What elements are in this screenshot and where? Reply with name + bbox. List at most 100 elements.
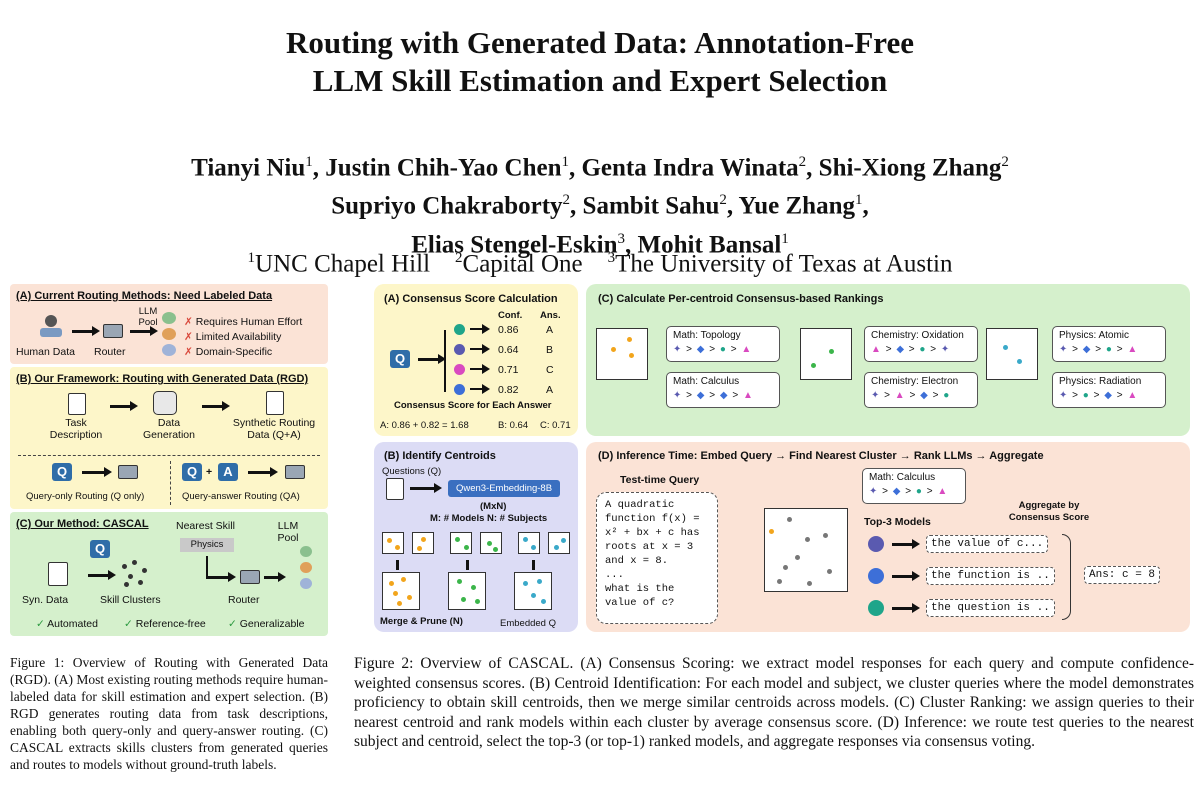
synthetic-data-label: Synthetic Routing Data (Q+A) [232,417,316,441]
deepseek-icon [454,384,465,395]
fig2-a-title: (A) Consensus Score Calculation [384,293,558,305]
score-b: B: 0.64 [498,420,529,431]
cluster-name: Math: Topology [673,330,741,341]
answer-value: A [546,324,554,336]
author: Shi-Xiong Zhang [818,154,1002,182]
router-icon [285,465,305,479]
centroid-grid-cell [382,532,404,554]
ranking-card: Math: Calculus ✦ > ◆ > ◆ > ▲ [666,372,780,408]
query-box: Q [52,463,72,481]
conf-value: 0.86 [498,324,519,336]
fig2-panel-b: (B) Identify Centroids Questions (Q) Qwe… [374,442,578,632]
feature-reference-free: Reference-free [135,618,206,630]
syn-data-label: Syn. Data [22,594,69,606]
cluster-box [596,328,648,380]
fig1-panel-c: (C) Our Method: CASCAL Nearest Skill Phy… [10,512,328,636]
llm-pool-icon [300,546,312,598]
fig1-b-title: (B) Our Framework: Routing with Generate… [16,373,309,385]
author: Genta Indra Winata [581,154,799,182]
test-query-box: A quadratic function f(x) = x² + bx + c … [596,492,718,624]
centroid-grid-cell [412,532,434,554]
document-icon [68,393,86,415]
author: Justin Chih-Yao Chen [325,154,562,182]
fig2-panel-c: (C) Calculate Per-centroid Consensus-bas… [586,284,1190,436]
human-icon [40,315,62,337]
query-answer-label: Query-answer Routing (QA) [182,491,300,502]
score-a: A: 0.86 + 0.82 = 1.68 [380,420,469,431]
final-answer: Ans: c = 8 [1084,566,1161,584]
ranking-card: Chemistry: Oxidation ▲ > ◆ > ● > ✦ [864,326,978,362]
router-label: Router [228,594,260,606]
answer-box: A [218,463,238,481]
feature-automated: Automated [47,618,98,630]
cluster-name: Chemistry: Electron [871,376,959,387]
author: Yue Zhang [738,192,856,220]
mistral-icon [454,364,465,375]
fig1-panel-a: (A) Current Routing Methods: Need Labele… [10,284,328,364]
affiliation: Capital One [462,250,583,278]
model-ranking: ✦ > ◆ > ● > ▲ [1059,344,1139,355]
router-icon [240,570,260,584]
embedding-model-box: Qwen3-Embedding-8B [448,480,560,497]
title-line-1: Routing with Generated Data: Annotation-… [286,25,914,60]
cluster-box [800,328,852,380]
model-ranking: ▲ > ◆ > ● > ✦ [871,344,951,355]
query-only-label: Query-only Routing (Q only) [26,491,145,502]
embedded-q-label: Embedded Q [500,618,556,629]
merge-prune-label: Merge & Prune (N) [380,616,463,627]
aggregate-brace [1062,534,1071,620]
model-answer: the value of c... [926,535,1049,553]
ranking-card: Physics: Radiation ✦ > ● > ◆ > ▲ [1052,372,1166,408]
query-box: Q [90,540,110,558]
router-icon [118,465,138,479]
author: Tianyi Niu [191,154,306,182]
gemini-icon [454,344,465,355]
model-ranking: ✦ > ◆ > ● > ▲ [869,486,949,497]
score-c: C: 0.71 [540,420,571,431]
data-generation-label: Data Generation [143,417,195,441]
nearest-skill-label: Nearest Skill [176,520,235,532]
query-box: Q [182,463,202,481]
centroid-grid-cell [518,532,540,554]
document-icon [386,478,404,500]
documents-icon [48,562,68,586]
model-answer: the function is .. [926,567,1055,585]
fig1-panel-b: (B) Our Framework: Routing with Generate… [10,367,328,509]
gemini-icon [868,536,884,552]
figure-1-caption: Figure 1: Overview of Routing with Gener… [10,655,328,772]
cluster-name: Chemistry: Oxidation [871,330,964,341]
answer-value: C [546,364,554,376]
fig2-d-title: (D) Inference Time: Embed Query → Find N… [598,450,1044,462]
fig2-panel-a: (A) Consensus Score Calculation Conf. An… [374,284,578,436]
llm-pool-icon [162,312,176,358]
robot-icon [153,391,177,415]
paper-title: Routing with Generated Data: Annotation-… [0,24,1200,100]
llm-pool-label: LLM Pool [277,520,299,544]
model-ranking: ✦ > ◆ > ◆ > ▲ [673,390,754,401]
fig2-b-title: (B) Identify Centroids [384,450,496,462]
centroid-grid-cell [450,532,472,554]
affiliations: 1UNC Chapel Hill 2Capital One 3The Unive… [247,250,953,278]
fig2-panel-d: (D) Inference Time: Embed Query → Find N… [586,442,1190,632]
answer-value: B [546,344,554,356]
conf-value: 0.64 [498,344,519,356]
stack-icon [266,391,284,415]
clusters-icon [120,558,150,588]
task-description-label: Task Description [49,417,103,441]
affiliation: The University of Texas at Austin [615,250,953,278]
affiliation: UNC Chapel Hill [255,250,431,278]
ranking-card: Math: Calculus ✦ > ◆ > ● > ▲ [862,468,966,504]
skill-clusters-label: Skill Clusters [100,594,161,606]
author: Sambit Sahu [582,192,720,220]
model-answer: the question is .. [926,599,1055,617]
test-time-query-label: Test-time Query [620,474,700,486]
deepseek-icon [868,568,884,584]
author-list: Tianyi Niu1, Justin Chih-Yao Chen1, Gent… [191,154,1009,258]
ranking-card: Physics: Atomic ✦ > ◆ > ● > ▲ [1052,326,1166,362]
answer-value: A [546,384,554,396]
issue-human-effort: Requires Human Effort [195,316,303,328]
physics-tag: Physics [180,538,234,552]
cluster-name: Physics: Atomic [1059,330,1130,341]
cluster-box [986,328,1038,380]
issue-availability: Limited Availability [195,331,282,343]
